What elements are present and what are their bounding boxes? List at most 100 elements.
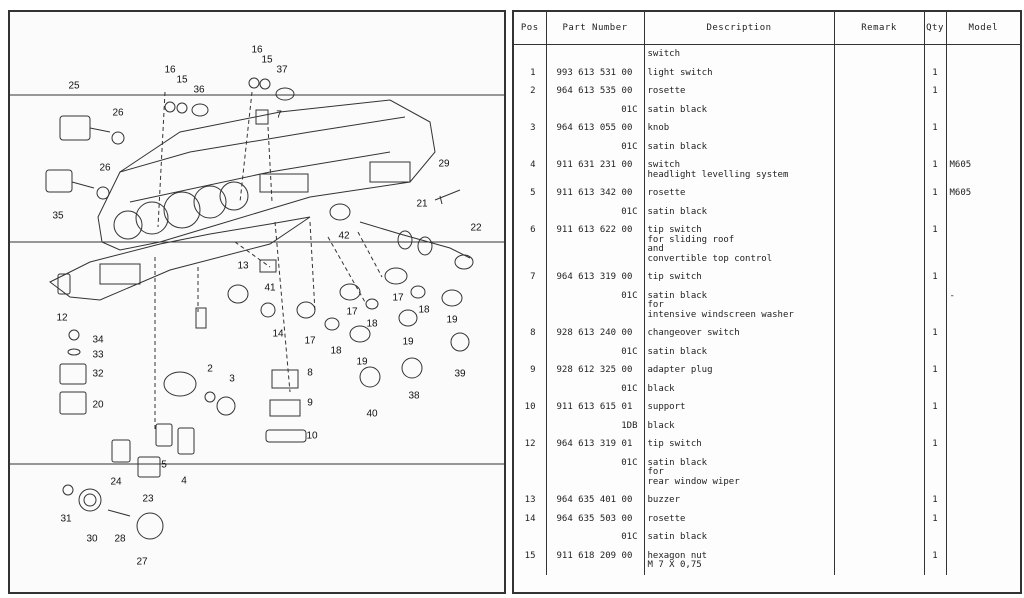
qty-cell: 1 (924, 268, 947, 287)
description-cell: rosette (644, 82, 835, 101)
pos-cell (514, 453, 547, 491)
remark-cell (834, 435, 925, 454)
callout-number: 18 (418, 304, 430, 316)
description-cell: satin black (644, 137, 835, 156)
model-cell (946, 435, 1020, 454)
part-number-cell: 928 612 325 00 (546, 361, 645, 380)
description-cell: knob (644, 119, 835, 138)
pos-cell (514, 379, 547, 398)
remark-cell (834, 202, 925, 221)
description-cell: support (644, 398, 835, 417)
description-cell: satin black (644, 202, 835, 221)
part-number-cell: 964 613 319 00 (546, 268, 645, 287)
pos-cell (514, 137, 547, 156)
model-cell (946, 138, 1020, 157)
col-header-description: Description (644, 12, 835, 45)
model-cell: - (949, 290, 955, 301)
pos-cell: 1 (514, 63, 547, 82)
part-number-cell: 911 613 615 01 (546, 398, 645, 417)
model-cell (946, 547, 1020, 575)
model-cell (946, 101, 1020, 120)
qty-cell: 1 (924, 156, 947, 184)
callout-number: 25 (68, 80, 80, 92)
pos-cell: 3 (514, 119, 547, 138)
model-cell (946, 45, 1020, 64)
callout-number: 23 (142, 493, 154, 505)
model-cell: M605 (949, 160, 972, 170)
qty-cell: 1 (924, 546, 947, 575)
callout-number: 17 (392, 292, 404, 304)
callout-number: 22 (470, 222, 482, 234)
description-cell: black (644, 379, 835, 398)
qty-cell (924, 44, 947, 64)
col-header-part-number: Part Number (546, 12, 645, 45)
callout-number: 8 (307, 367, 313, 379)
part-number-cell: 1DB (546, 416, 645, 435)
description-cell: hexagon nut M 7 X 0,75 (644, 546, 835, 575)
description-cell: satin black (644, 100, 835, 119)
callout-number: 17 (304, 335, 316, 347)
callout-number: 7 (276, 109, 282, 121)
pos-cell (514, 416, 547, 435)
callout-number: 16 (251, 44, 263, 56)
pos-cell (514, 202, 547, 221)
qty-cell: 1 (924, 119, 947, 138)
part-number-cell: 911 613 622 00 (546, 221, 645, 268)
description-cell: light switch (644, 63, 835, 82)
model-cell (946, 510, 1020, 529)
parts-table: Pos Part Number Description Remark Qty M… (514, 12, 1020, 575)
callout-number: 33 (92, 349, 104, 361)
qty-cell: 1 (924, 63, 947, 82)
callout-number: 19 (446, 314, 458, 326)
model-cell (946, 361, 1020, 380)
callout-number: 31 (60, 513, 72, 525)
description-cell: tip switch (644, 435, 835, 454)
callout-number: 19 (356, 356, 368, 368)
description-cell: rosette (644, 184, 835, 203)
description-cell: tip switch (644, 268, 835, 287)
pos-cell (514, 100, 547, 119)
part-number-cell: 01C (546, 379, 645, 398)
part-number-cell: 01C (546, 528, 645, 547)
part-number-cell: 964 613 319 01 (546, 435, 645, 454)
callout-number: 14 (272, 328, 284, 340)
part-number-cell: 964 635 401 00 (546, 491, 645, 510)
col-header-pos: Pos (514, 12, 547, 45)
callout-number: 12 (56, 312, 68, 324)
part-number-cell: 911 613 342 00 (546, 184, 645, 203)
callout-number: 32 (92, 368, 104, 380)
remark-cell (834, 286, 925, 324)
description-cell: satin black for intensive windscreen was… (644, 286, 835, 324)
model-cell (946, 491, 1020, 510)
remark-cell (834, 221, 925, 268)
description-cell: changeover switch (644, 324, 835, 343)
callout-number: 26 (112, 107, 124, 119)
diagram-drawing (10, 77, 504, 540)
remark-cell (834, 491, 925, 510)
remark-cell (834, 268, 925, 287)
callout-number: 39 (454, 368, 466, 380)
callout-number: 2 (207, 363, 213, 375)
pos-cell: 13 (514, 491, 547, 510)
callout-number: 29 (438, 158, 450, 170)
qty-cell (924, 416, 947, 435)
qty-cell (924, 342, 947, 361)
remark-cell (834, 324, 925, 343)
callout-number: 37 (276, 64, 288, 76)
callout-number: 15 (176, 74, 188, 86)
table-row: switch (514, 44, 1020, 64)
